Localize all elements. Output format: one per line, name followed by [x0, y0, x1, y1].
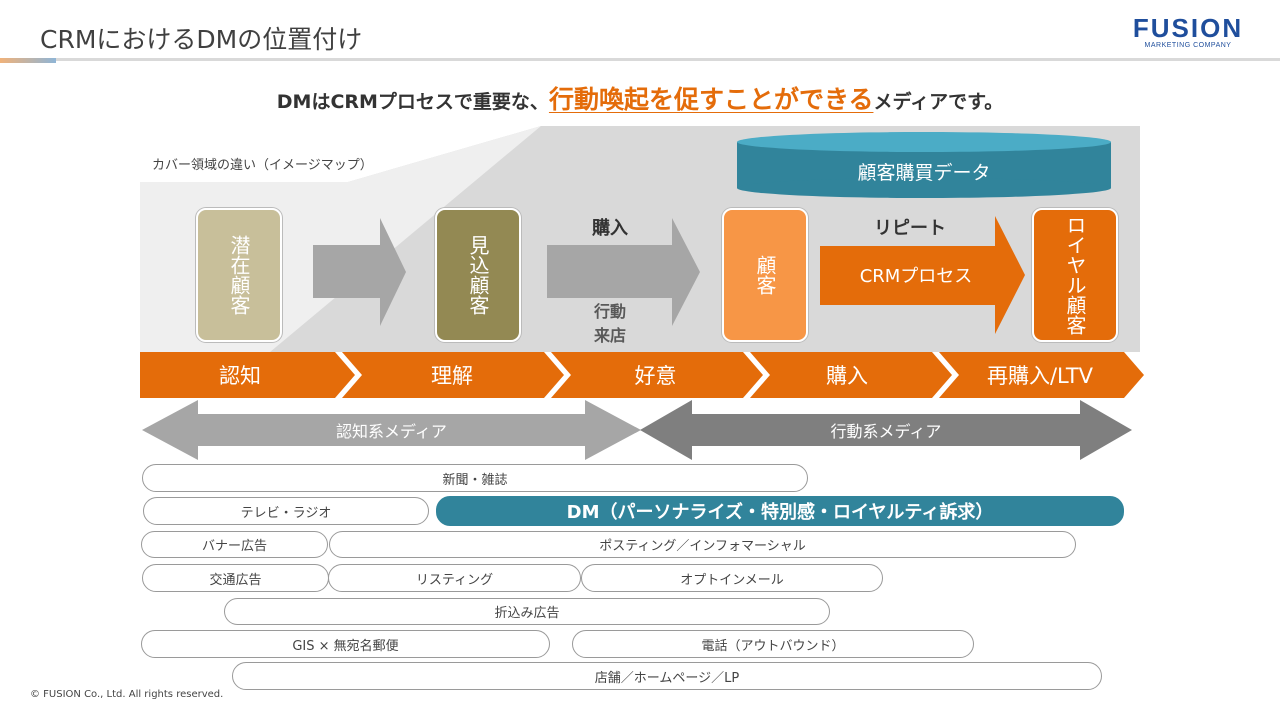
- fusion-logo: FUSION MARKETING COMPANY: [1118, 14, 1258, 49]
- crm-process-label: CRMプロセス: [859, 266, 973, 287]
- cover-label: カバー領域の違い（イメージマップ）: [152, 158, 373, 173]
- arrow-prospect-to-customer: [547, 218, 700, 326]
- stage-chevron-favor: [551, 352, 763, 398]
- stage-repurchase-ltv: 再購入/LTV: [986, 364, 1094, 388]
- headline-suffix: メディアです。: [873, 91, 1004, 113]
- headline: DMはCRMプロセスで重要な、行動喚起を促すことができるメディアです。: [0, 80, 1280, 116]
- header-rule: [0, 58, 1280, 61]
- media-tv-radio: テレビ・ラジオ: [143, 497, 429, 525]
- action-media-label: 行動系メディア: [830, 422, 942, 441]
- media-phone: 電話（アウトバウンド）: [572, 630, 974, 658]
- arrow-latent-to-prospect: [313, 218, 406, 326]
- box-customer: 顧客: [722, 208, 808, 342]
- box-loyal-customer: ロイヤル顧客: [1032, 208, 1118, 342]
- stage-chevron-awareness: [140, 352, 355, 398]
- awareness-media-label: 認知系メディア: [336, 422, 447, 441]
- media-posting: ポスティング／インフォマーシャル: [329, 531, 1076, 558]
- action-media-arrow: [640, 400, 1132, 460]
- copyright: © FUSION Co., Ltd. All rights reserved.: [30, 689, 224, 700]
- media-gis-mail: GIS × 無宛名郵便: [141, 630, 550, 658]
- media-newspaper: 新聞・雑誌: [142, 464, 808, 492]
- box-prospect: 見込顧客: [435, 208, 521, 342]
- media-store-web: 店舗／ホームページ／LP: [232, 662, 1102, 690]
- header-accent-rule: [0, 58, 56, 63]
- stage-chevron-repurchase: [939, 352, 1144, 398]
- awareness-media-arrow: [142, 400, 641, 460]
- media-listing: リスティング: [328, 564, 581, 592]
- box-latent-customer: 潜在顧客: [196, 208, 282, 342]
- database-label: 顧客購買データ: [857, 162, 991, 184]
- logo-text: FUSION: [1132, 13, 1244, 43]
- media-insert: 折込み広告: [224, 598, 830, 625]
- logo-subtext: MARKETING COMPANY: [1144, 42, 1232, 49]
- media-banner: バナー広告: [141, 531, 328, 558]
- stage-favor: 好意: [634, 364, 677, 388]
- page-title: CRMにおけるDMの位置付け: [40, 25, 363, 54]
- repeat-label: リピート: [874, 218, 946, 239]
- media-dm: DM（パーソナライズ・特別感・ロイヤルティ訴求）: [436, 496, 1124, 526]
- stage-awareness: 認知: [219, 364, 261, 388]
- arrow-crm-process: [820, 216, 1025, 334]
- headline-highlight: 行動喚起を促すことができる: [548, 85, 874, 114]
- media-transit: 交通広告: [142, 564, 329, 592]
- headline-prefix: DMはCRMプロセスで重要な、: [276, 91, 549, 113]
- purchase-label: 購入: [592, 218, 628, 239]
- stage-purchase: 購入: [826, 364, 868, 388]
- media-optin-mail: オプトインメール: [581, 564, 883, 592]
- stage-chevron-purchase: [750, 352, 952, 398]
- stage-chevron-understanding: [342, 352, 564, 398]
- database-cylinder-icon: [737, 132, 1111, 198]
- visit-label: 行動来店: [594, 302, 627, 345]
- stage-understanding: 理解: [431, 364, 473, 388]
